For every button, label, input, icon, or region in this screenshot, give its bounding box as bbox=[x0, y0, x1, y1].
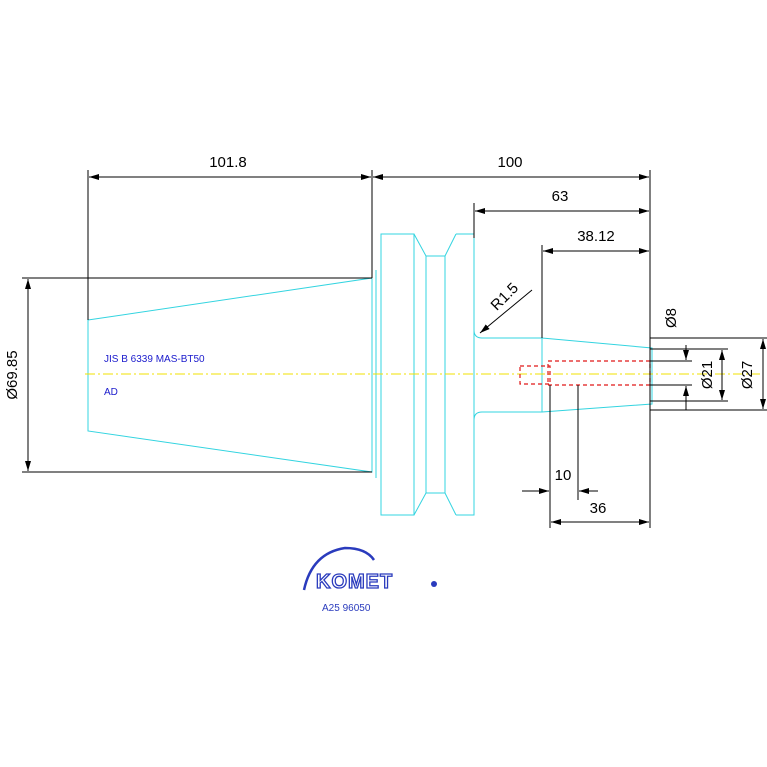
part-number: A25 96050 bbox=[322, 603, 371, 614]
standard-note: JIS B 6339 MAS-BT50 bbox=[104, 354, 205, 365]
dim-text-dia-21: Ø21 bbox=[699, 361, 716, 389]
dim-text-101-8: 101.8 bbox=[209, 154, 247, 171]
variant-note: AD bbox=[104, 387, 118, 398]
dim-text-dia-8: Ø8 bbox=[663, 308, 680, 328]
dim-text-dia-27: Ø27 bbox=[739, 361, 756, 389]
flange-right bbox=[456, 233, 475, 516]
thread-hole-bore bbox=[547, 360, 651, 386]
taper-shank bbox=[87, 277, 373, 473]
leader-r1-5 bbox=[479, 289, 533, 334]
logo-arc bbox=[302, 546, 376, 591]
dim-text-10: 10 bbox=[555, 467, 572, 484]
dim-text-36: 36 bbox=[590, 500, 607, 517]
logo-dot bbox=[431, 581, 437, 587]
dimension-lines bbox=[22, 170, 767, 528]
thread-hole-tip bbox=[519, 365, 551, 385]
part-outline bbox=[87, 233, 653, 516]
dim-text-38-12: 38.12 bbox=[577, 228, 615, 245]
dim-text-r1-5: R1.5 bbox=[488, 280, 522, 314]
dim-text-63: 63 bbox=[552, 188, 569, 205]
front-cone bbox=[541, 337, 653, 413]
v-groove bbox=[413, 233, 457, 516]
nose-profile bbox=[473, 238, 543, 512]
dim-text-100: 100 bbox=[497, 154, 522, 171]
komet-logo: KOMET A25 96050 bbox=[302, 546, 437, 614]
dim-text-dia-69-85: Ø69.85 bbox=[4, 350, 21, 399]
logo-text: KOMET bbox=[316, 571, 393, 593]
dimension-texts: 101.8 100 63 38.12 R1.5 Ø69.85 Ø27 Ø21 Ø… bbox=[4, 154, 756, 517]
thread-hole bbox=[519, 360, 651, 386]
